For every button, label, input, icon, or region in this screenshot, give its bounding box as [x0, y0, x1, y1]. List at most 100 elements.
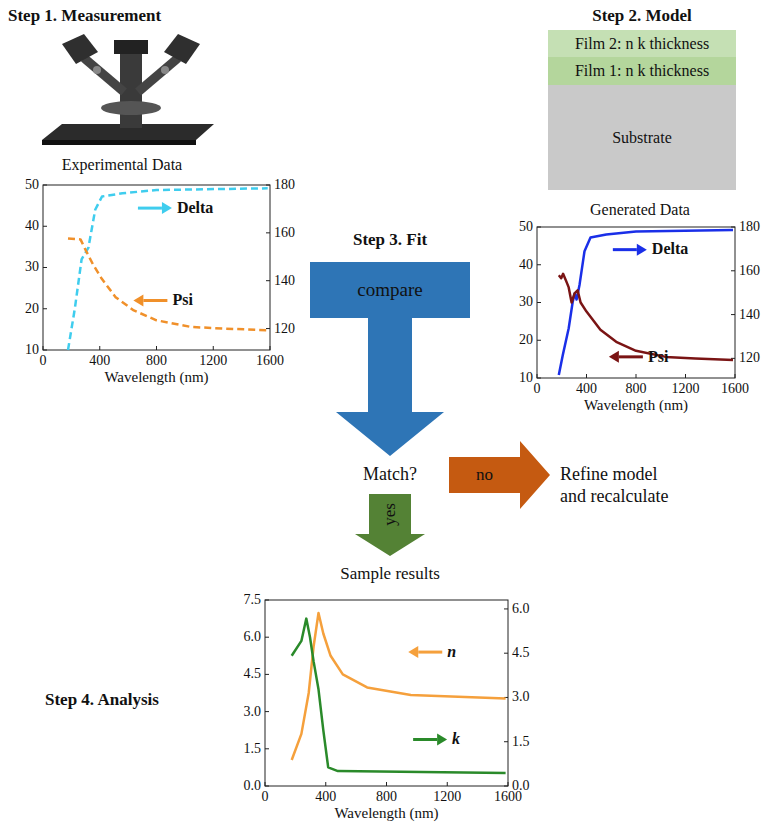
axis-tick-label: 800	[626, 381, 647, 397]
axis-tick-label: 4.5	[244, 666, 262, 682]
axis-tick-label: 50	[25, 177, 39, 193]
tick-mark	[537, 227, 541, 228]
axis-tick-label: 400	[576, 381, 597, 397]
axis-tick-label: 30	[25, 259, 39, 275]
axis-tick-label: 1600	[256, 353, 284, 369]
axis-tick-label: 180	[274, 177, 295, 193]
tick-mark	[43, 350, 47, 351]
tick-mark	[504, 608, 508, 609]
series-label: Psi	[172, 291, 192, 309]
tick-mark	[270, 346, 271, 350]
edge-label: yes	[381, 503, 400, 526]
block-arrow	[336, 318, 444, 456]
axis-tick-label: 400	[315, 789, 336, 805]
axis-tick-label: 800	[376, 789, 397, 805]
axis-tick-label: 0.0	[244, 778, 262, 794]
axis-tick-label: 10	[25, 342, 39, 358]
tick-mark	[43, 267, 47, 268]
edge-label: no	[476, 466, 493, 485]
axis-tick-label: 160	[739, 263, 760, 279]
line-chart	[43, 185, 270, 350]
axis-tick-label: 1600	[721, 381, 749, 397]
detector-arm	[138, 58, 178, 92]
axis-tick-label: 400	[89, 353, 110, 369]
axis-tick-label: 30	[519, 294, 533, 310]
tick-mark	[265, 600, 269, 601]
tick-mark	[265, 786, 269, 787]
data-curve	[68, 188, 268, 350]
tick-mark	[731, 314, 735, 315]
base-edge	[42, 140, 196, 145]
tick-mark	[43, 346, 44, 350]
series-arrow	[143, 299, 167, 302]
line-chart	[537, 227, 735, 378]
tick-mark	[266, 232, 270, 233]
tick-mark	[586, 374, 587, 378]
axis-tick-label: 1200	[433, 789, 461, 805]
compare-shape: compare	[310, 262, 470, 318]
result-title: Sample results	[336, 562, 444, 587]
axis-tick-label: 140	[274, 273, 295, 289]
tick-mark	[731, 227, 735, 228]
action-text: Refine model and recalculate	[556, 462, 678, 510]
node-text: compare	[357, 279, 422, 302]
tick-mark	[386, 782, 387, 786]
axis-tick-label: 6.0	[244, 629, 262, 645]
tick-mark	[265, 748, 269, 749]
axis-tick-label: 3.0	[512, 689, 530, 705]
axis-title: Wavelength (nm)	[584, 397, 688, 414]
axis-tick-label: 1.5	[512, 734, 530, 750]
series-arrow	[619, 355, 643, 358]
axis-tick-label: 140	[739, 307, 760, 323]
data-curve	[68, 239, 268, 331]
series-label: n	[447, 643, 456, 661]
step-heading: Step 4. Analysis	[45, 690, 159, 710]
series-arrow	[418, 651, 442, 654]
series-label: Delta	[652, 240, 688, 258]
axis-tick-label: 4.5	[512, 645, 530, 661]
series-arrowhead	[162, 202, 172, 214]
node-text: Film 1: n k thickness	[575, 61, 709, 80]
block-arrow	[355, 494, 425, 556]
axis-tick-label: 40	[519, 257, 533, 273]
detector-head	[164, 34, 200, 64]
series-arrowhead	[133, 295, 143, 307]
tick-mark	[508, 782, 509, 786]
series-arrow	[613, 248, 637, 251]
tick-mark	[266, 185, 270, 186]
tick-mark	[636, 374, 637, 378]
data-curve	[292, 619, 506, 773]
node-text: Refine model and recalculate	[560, 464, 674, 507]
tick-mark	[266, 280, 270, 281]
tick-mark	[156, 346, 157, 350]
tick-mark	[537, 340, 541, 341]
tick-mark	[266, 328, 270, 329]
axis-tick-label: 20	[25, 301, 39, 317]
tick-mark	[447, 782, 448, 786]
series-arrow	[413, 738, 437, 741]
node-text: Substrate	[612, 128, 672, 147]
substrate-layer: Substrate	[548, 85, 736, 190]
panel-title: Experimental Data	[62, 156, 182, 174]
film-layer: Film 1: n k thickness	[548, 57, 736, 85]
line-chart	[265, 600, 508, 786]
tick-mark	[504, 653, 508, 654]
plot-frame	[537, 227, 735, 378]
axis-tick-label: 0	[262, 789, 269, 805]
axis-tick-label: 120	[274, 321, 295, 337]
arm-knob	[93, 66, 101, 74]
axis-tick-label: 1200	[199, 353, 227, 369]
axis-tick-label: 1.5	[244, 741, 262, 757]
node-text: Film 2: n k thickness	[575, 34, 709, 53]
axis-title: Wavelength (nm)	[334, 805, 438, 822]
plot-frame	[43, 185, 270, 350]
column-top	[114, 40, 148, 54]
tick-mark	[265, 711, 269, 712]
series-arrow	[138, 207, 162, 210]
source-arm	[84, 58, 124, 92]
arm-knob	[161, 66, 169, 74]
axis-tick-label: 1600	[494, 789, 522, 805]
series-label: k	[452, 730, 460, 748]
axis-tick-label: 10	[519, 370, 533, 386]
